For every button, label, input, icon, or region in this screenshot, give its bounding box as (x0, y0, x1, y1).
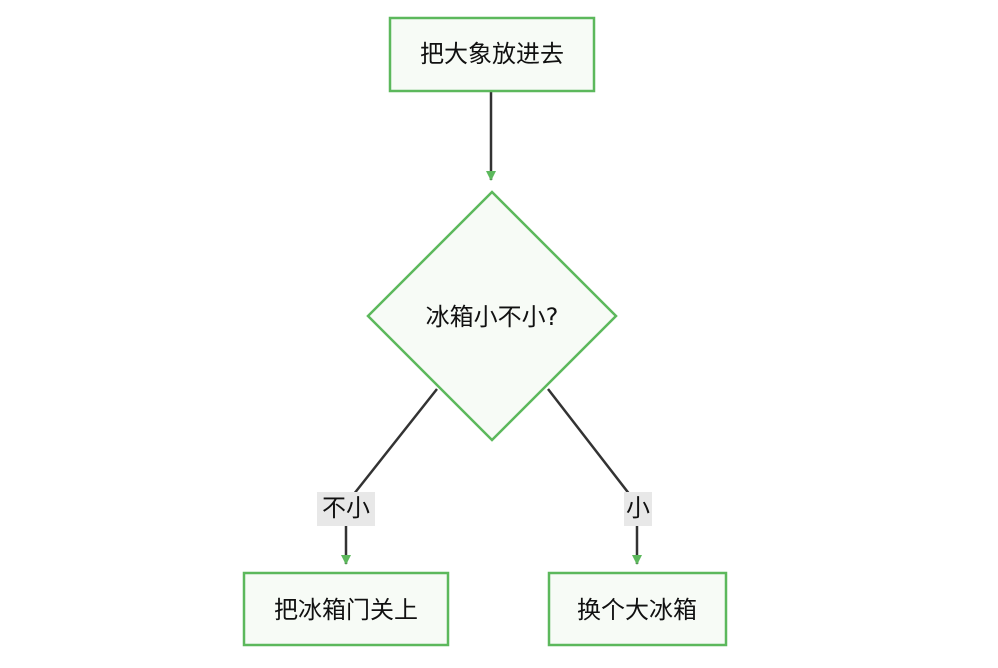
edge-label-not-small: 不小 (317, 492, 375, 526)
edge-label-small-text: 小 (626, 494, 650, 522)
node-close-door-label: 把冰箱门关上 (274, 596, 418, 624)
node-decision[interactable]: 冰箱小不小? (366, 190, 618, 442)
edge-label-not-small-text: 不小 (322, 494, 370, 522)
edge-decision-to-close-door (341, 388, 438, 565)
node-replace-fridge-label: 换个大冰箱 (577, 596, 697, 624)
edge-label-small-bg (624, 492, 652, 526)
node-start[interactable]: 把大象放进去 (388, 16, 596, 93)
node-start-label: 把大象放进去 (420, 40, 564, 68)
edge-label-not-small-bg (317, 492, 375, 526)
node-start-box (388, 16, 596, 93)
node-decision-diamond (366, 190, 618, 442)
node-close-door[interactable]: 把冰箱门关上 (242, 571, 450, 647)
edge-decision-to-replace-fridge (547, 388, 642, 565)
node-replace-fridge-box (547, 571, 728, 647)
edge-label-small: 小 (624, 492, 652, 526)
node-replace-fridge[interactable]: 换个大冰箱 (547, 571, 728, 647)
node-decision-label: 冰箱小不小? (426, 303, 559, 331)
node-close-door-box (242, 571, 450, 647)
